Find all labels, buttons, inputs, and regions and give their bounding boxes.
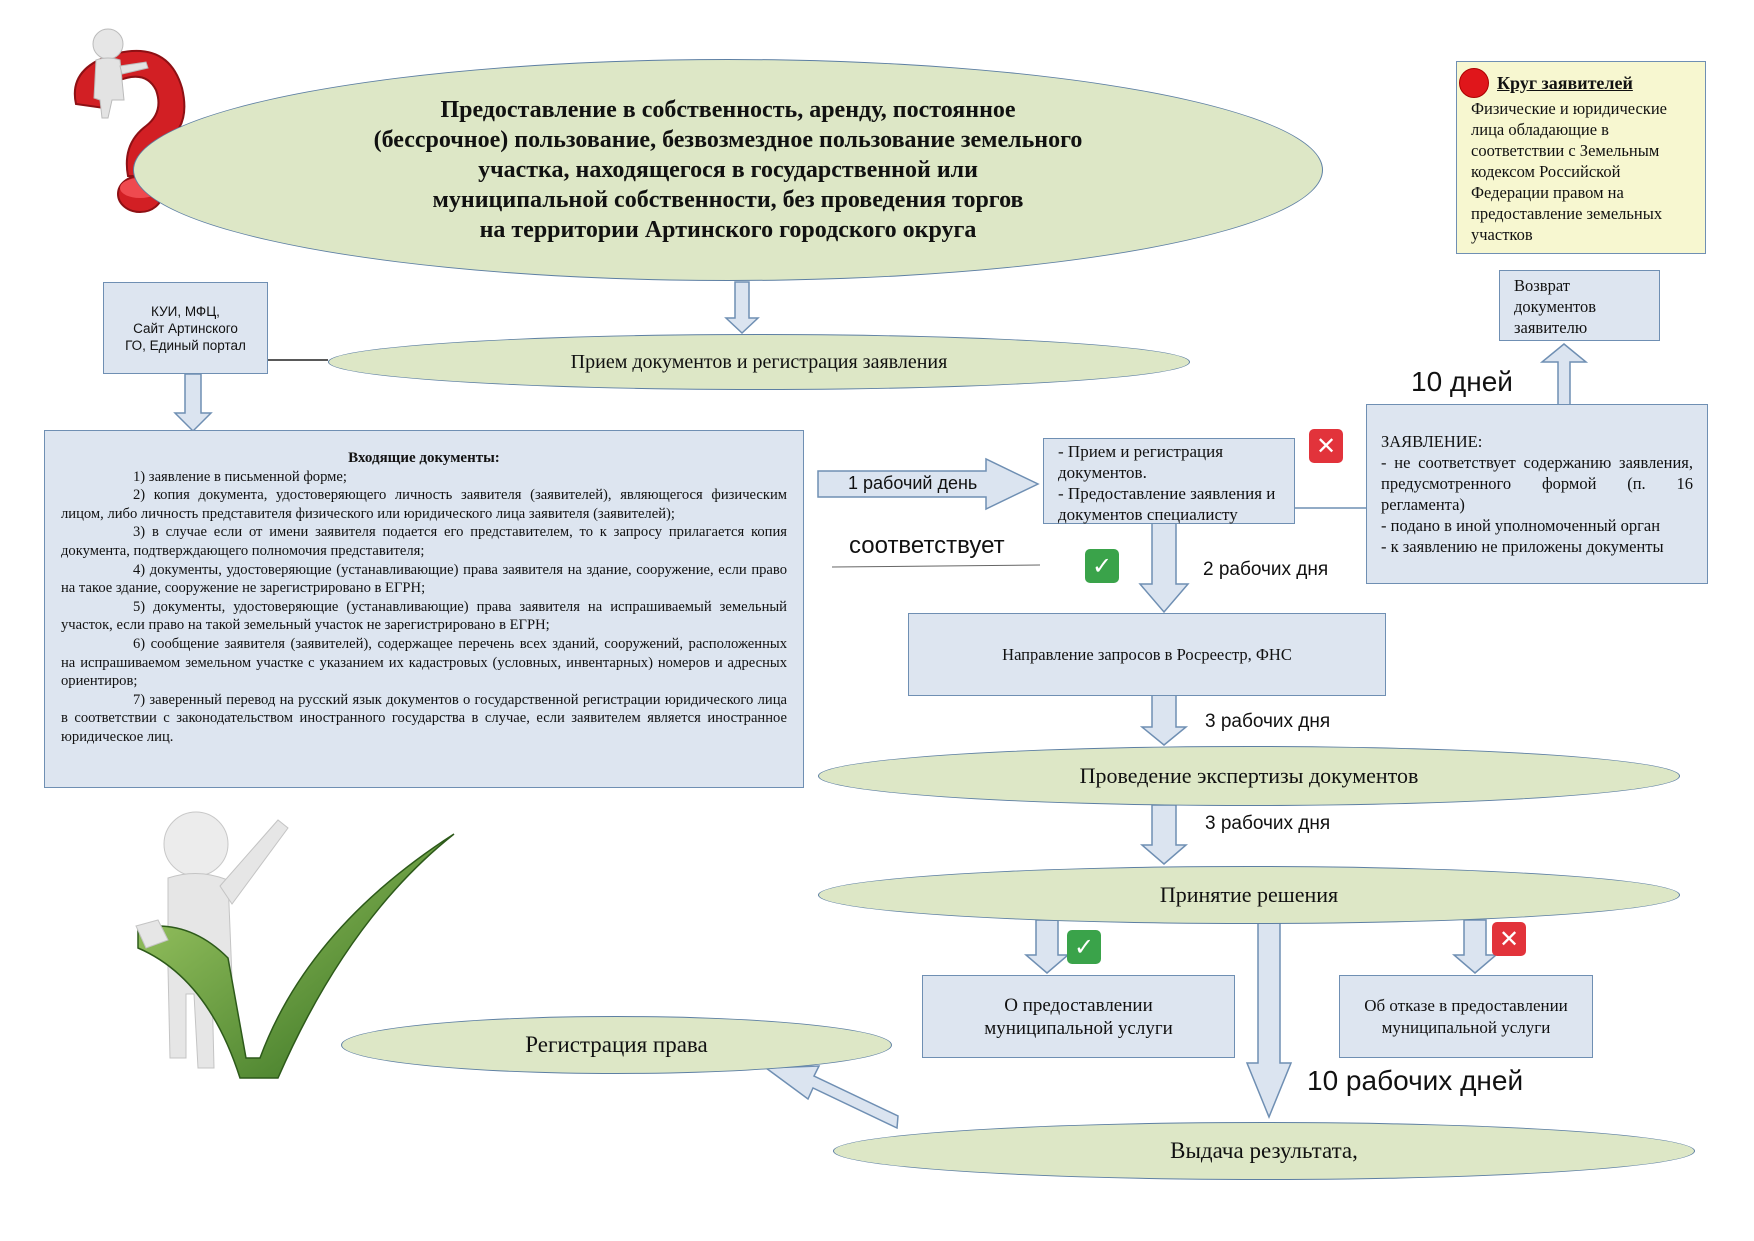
cross-icon: ✕ (1309, 429, 1343, 463)
arrow-decision-to-grant (1023, 919, 1071, 974)
title-line: Предоставление в собственность, аренду, … (440, 97, 1016, 123)
check-icon: ✓ (1085, 549, 1119, 583)
arrow-sources-to-documents (173, 373, 213, 433)
sources-line: ГО, Единый портал (125, 337, 246, 353)
grant-box: О предоставлении муниципальной услуги (922, 975, 1235, 1058)
sources-box: КУИ, МФЦ, Сайт Артинского ГО, Единый пор… (103, 282, 268, 374)
refusal-label: Об отказе в предоставлении муниципальной… (1364, 995, 1568, 1037)
red-dot-icon (1459, 68, 1489, 98)
document-item: 5) документы, удостоверяющие (устанавлив… (61, 598, 787, 634)
ten-days-label: 10 дней (1411, 366, 1513, 397)
reception-ellipse: Прием документов и регистрация заявления (328, 334, 1190, 390)
title-line: на территории Артинского городского окру… (479, 217, 977, 243)
reception-label: Прием документов и регистрация заявления (570, 350, 948, 373)
title-line: (бессрочное) пользование, безвозмездное … (373, 127, 1083, 153)
registration-box: - Прием и регистрация документов. - Пред… (1043, 438, 1295, 524)
complies-underline (831, 564, 1041, 568)
checkmark-figure (128, 808, 458, 1090)
title-ellipse: Предоставление в собственность, аренду, … (133, 59, 1323, 281)
arrow-reg-to-requests (1138, 522, 1190, 614)
requests-label: Направление запросов в Росреестр, ФНС (1002, 644, 1292, 664)
incoming-documents-box: Входящие документы: 1) заявление в письм… (44, 430, 804, 788)
decision-label: Принятие решения (1159, 882, 1339, 907)
registration-box-line: - Прием и регистрация документов. (1058, 442, 1224, 482)
one-day-label: 1 рабочий день (848, 473, 978, 493)
arrow-decision-to-result (1245, 919, 1293, 1119)
arrow-decision-to-refusal (1451, 919, 1499, 974)
registration-right-ellipse: Регистрация права (341, 1016, 892, 1074)
three-days-label: 3 рабочих дня (1205, 813, 1331, 834)
document-item: 6) сообщение заявителя (заявителей), сод… (61, 635, 787, 690)
title-line: муниципальной собственности, без проведе… (432, 187, 1024, 213)
return-documents-text: Возврат документов заявителю (1514, 276, 1597, 337)
arrow-result-to-registration (763, 1065, 899, 1130)
arrow-requests-to-expertise (1139, 694, 1189, 746)
sources-line: КУИ, МФЦ, (151, 303, 220, 319)
document-item: 4) документы, удостоверяющие (устанавлив… (61, 561, 787, 597)
statement-box: ЗАЯВЛЕНИЕ: - не соответствует содержанию… (1366, 404, 1708, 584)
applicants-box: Круг заявителей Физические и юридические… (1456, 61, 1706, 254)
arrow-one-day (817, 457, 1040, 511)
three-days-label: 3 рабочих дня (1205, 711, 1331, 732)
document-item: 7) заверенный перевод на русский язык до… (61, 691, 787, 745)
two-days-label: 2 рабочих дня (1203, 559, 1329, 580)
result-ellipse: Выдача результата, (833, 1122, 1695, 1180)
arrow-expertise-to-decision (1139, 804, 1189, 865)
title-line: участка, находящегося в государственной … (478, 157, 978, 183)
grant-label: О предоставлении муниципальной услуги (984, 994, 1173, 1039)
registration-right-label: Регистрация права (525, 1032, 708, 1057)
applicants-heading: Круг заявителей (1497, 72, 1633, 93)
statement-item: - не соответствует содержанию заявления,… (1381, 453, 1693, 514)
requests-box: Направление запросов в Росреестр, ФНС (908, 613, 1386, 696)
document-item: 1) заявление в письменной форме; (133, 468, 347, 485)
result-label: Выдача результата, (1170, 1138, 1358, 1163)
statement-item: - подано в иной уполномоченный орган (1381, 516, 1661, 535)
decision-ellipse: Принятие решения (818, 866, 1680, 924)
return-documents-box: Возврат документов заявителю (1499, 270, 1660, 341)
statement-heading: ЗАЯВЛЕНИЕ: (1381, 432, 1483, 451)
complies-label: соответствует (849, 532, 1005, 559)
sources-line: Сайт Артинского (133, 320, 238, 336)
incoming-documents-heading: Входящие документы: (348, 450, 500, 466)
expertise-ellipse: Проведение экспертизы документов (818, 746, 1680, 806)
statement-item: - к заявлению не приложены документы (1381, 537, 1664, 556)
document-item: 3) в случае если от имени заявителя пода… (61, 524, 787, 559)
registration-box-line: - Предоставление заявления и документов … (1058, 484, 1276, 524)
check-icon: ✓ (1067, 930, 1101, 964)
expertise-label: Проведение экспертизы документов (1079, 763, 1419, 788)
document-item: 2) копия документа, удостоверяющего личн… (61, 487, 787, 522)
ten-work-days-label: 10 рабочих дней (1307, 1065, 1524, 1096)
cross-icon: ✕ (1492, 922, 1526, 956)
refusal-box: Об отказе в предоставлении муниципальной… (1339, 975, 1593, 1058)
applicants-text: Физические и юридические лица обладающие… (1471, 99, 1667, 244)
arrow-title-to-reception (724, 281, 760, 335)
